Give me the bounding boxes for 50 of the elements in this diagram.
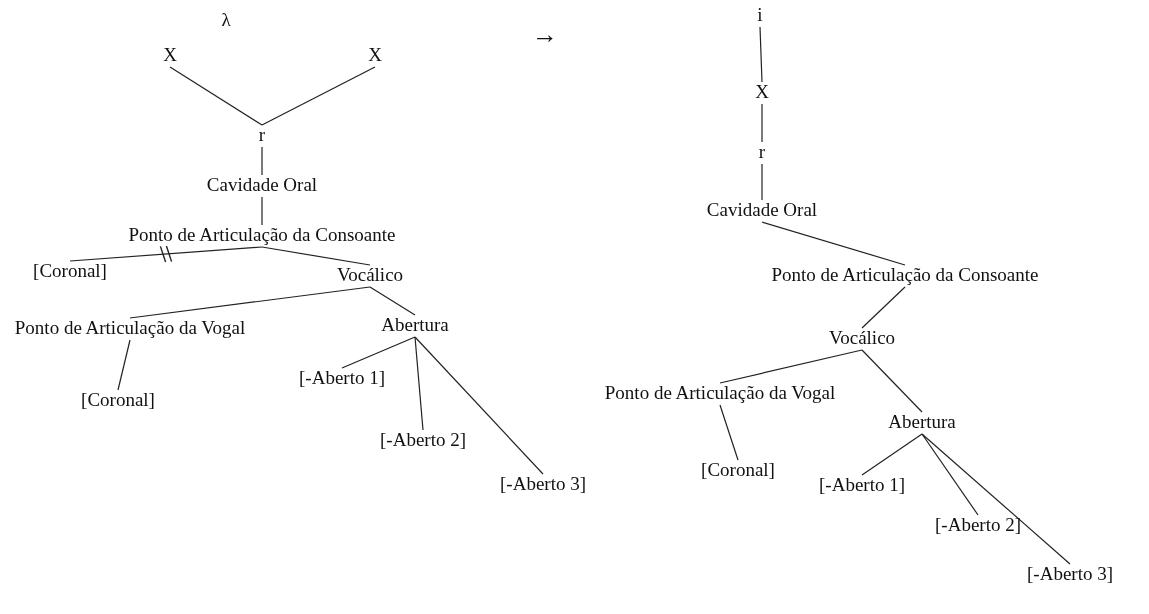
rule-arrow: → [532,24,558,46]
tree-node-label: [-Aberto 3] [1027,563,1113,585]
tree-node-label: [Coronal] [33,260,107,282]
tree-node-label: Cavidade Oral [206,174,318,196]
branch-line [761,163,763,201]
branch-line [719,349,863,384]
tree-node-label: [Coronal] [701,459,775,481]
branch-line [369,286,416,316]
branch-line [861,286,906,329]
branch-line [69,246,263,262]
tree-node-label: [-Aberto 2] [380,429,466,451]
branch-line [761,103,763,143]
branch-line [921,433,1071,565]
tree-node-label: r [758,141,766,163]
branch-line [169,66,263,126]
branch-line [261,196,263,226]
branch-line [261,146,263,176]
tree-node-label: r [258,124,266,146]
branch-line [414,336,544,475]
tree-node-label: X [163,44,177,66]
branch-line [117,339,131,391]
tree-node-label: X [368,44,382,66]
tree-node-label: Abertura [888,411,956,433]
tree-node-label: i [757,4,763,26]
tree-node-label: Ponto de Articulação da Vogal [604,382,836,404]
tree-node-label: [-Aberto 3] [500,473,586,495]
tree-node-label: [-Aberto 1] [819,474,905,496]
branch-line [341,336,416,369]
branch-line [761,221,906,266]
tree-node-label: Vocálico [828,327,896,349]
feature-symbol: λ [221,9,231,31]
branch-line [719,404,739,461]
tree-node-label: Ponto de Articulação da Vogal [14,317,246,339]
tree-node-label: [Coronal] [81,389,155,411]
branch-line [261,246,371,266]
tree-node-label: Vocálico [336,264,404,286]
tree-node-label: Cavidade Oral [706,199,818,221]
tree-node-label: Ponto de Articulação da Consoante [128,224,396,246]
tree-node-label: X [755,81,769,103]
tree-node-label: [-Aberto 1] [299,367,385,389]
branch-line [759,26,763,83]
branch-line [414,336,424,431]
branch-line [861,349,923,413]
branch-line [861,433,923,476]
branch-line [261,66,376,126]
tree-node-label: Abertura [381,314,449,336]
branch-line [129,286,371,319]
tree-node-label: [-Aberto 2] [935,514,1021,536]
branch-line [921,433,979,516]
tree-node-label: Ponto de Articulação da Consoante [771,264,1039,286]
